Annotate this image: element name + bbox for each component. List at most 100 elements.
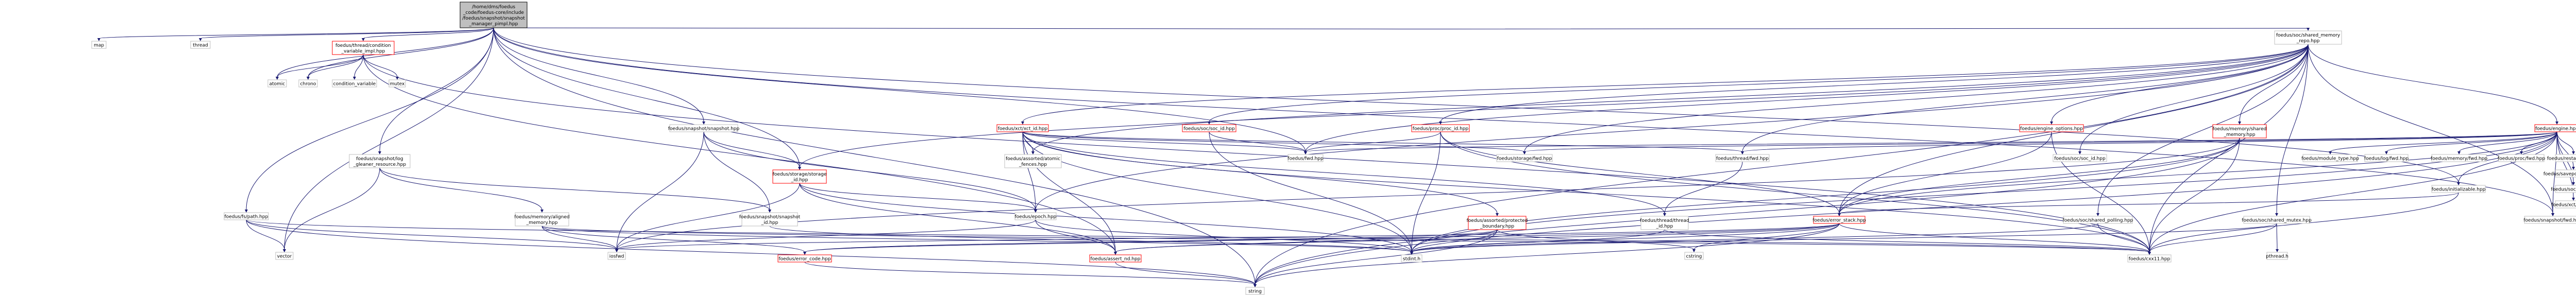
node-thread-fwd[interactable]: foedus/thread/fwd.hpp <box>1715 154 1770 162</box>
include-edge <box>2097 44 2309 214</box>
edge-arrowhead <box>2572 151 2575 154</box>
node-soc-fwd[interactable]: foedus/soc/fwd.hpp <box>2551 185 2576 193</box>
node-box <box>2555 154 2576 162</box>
node-cxx11[interactable]: foedus/cxx11.hpp <box>2127 254 2172 263</box>
node-shared-mutex[interactable]: foedus/soc/shared_mutex.hpp <box>2242 216 2312 224</box>
node-box <box>772 169 827 184</box>
edge-arrowhead <box>1838 213 1841 216</box>
node-protected-boundary[interactable]: foedus/assorted/protected_boundary.hpp <box>1467 216 1528 230</box>
node-fwd-hpp[interactable]: foedus/fwd.hpp <box>1287 154 1324 162</box>
node-fs-path[interactable]: foedus/fs/path.hpp <box>224 212 269 220</box>
include-edge <box>616 183 800 250</box>
node-label: foedus/memory/aligned <box>514 215 569 220</box>
include-edge <box>703 131 800 168</box>
include-edge <box>493 27 2553 214</box>
node-assert-nd[interactable]: foedus/assert_nd.hpp <box>1089 254 1142 263</box>
node-chrono: chrono <box>298 79 318 88</box>
node-label: foedus/snapshot/snapshot.hpp <box>668 127 740 132</box>
node-restart-fwd[interactable]: foedus/restart/fwd.hpp <box>2547 154 2576 162</box>
node-label: foedus/initializable.hpp <box>2432 187 2486 193</box>
node-proc-id[interactable]: foedus/proc/proc_id.hpp <box>1411 124 1470 132</box>
node-shared-polling[interactable]: foedus/soc/shared_polling.hpp <box>2063 216 2133 224</box>
node-proc-fwd[interactable]: foedus/proc/fwd.hpp <box>2498 154 2545 162</box>
include-edge <box>1022 131 1116 253</box>
edge-arrowhead <box>540 210 544 213</box>
include-edge <box>354 54 364 78</box>
node-soc-id[interactable]: foedus/soc/soc_id.hpp <box>1182 124 1236 132</box>
node-log-gleaner[interactable]: foedus/snapshot/log_gleaner_resource.hpp <box>349 154 411 168</box>
node-epoch[interactable]: foedus/epoch.hpp <box>1014 212 1057 220</box>
node-log-fwd[interactable]: foedus/log/fwd.hpp <box>2364 154 2409 162</box>
node-snapshot-hpp[interactable]: foedus/snapshot/snapshot.hpp <box>668 124 740 132</box>
edge-arrowhead <box>702 122 705 125</box>
node-engine-hpp[interactable]: foedus/engine.hpp <box>2534 124 2576 132</box>
node-box <box>669 124 738 132</box>
node-aligned-memory[interactable]: foedus/memory/aligned_memory.hpp <box>514 212 570 227</box>
edge-arrowhead <box>2572 182 2575 185</box>
node-xct-fwd[interactable]: foedus/xct/fwd.hpp <box>2551 200 2576 209</box>
edge-arrowhead <box>1496 213 1499 216</box>
node-label: foedus/proc/fwd.hpp <box>2498 157 2545 162</box>
include-edge <box>277 54 364 78</box>
edge-arrowhead <box>2457 182 2460 185</box>
node-error-stack[interactable]: foedus/error_stack.hpp <box>1812 216 1866 224</box>
include-edge <box>2330 131 2557 152</box>
edge-arrowhead <box>283 249 286 252</box>
node-storage-id[interactable]: foedus/storage/storage_id.hpp <box>772 169 827 184</box>
node-root[interactable]: /home/dms/foedus_code/foedus-core/includ… <box>460 2 528 28</box>
include-edge <box>363 54 1116 253</box>
node-label: foedus/thread/condition <box>335 43 391 48</box>
node-shared-memory-repo[interactable]: foedus/soc/shared_memory_repo.hpp <box>2274 30 2342 45</box>
include-edge <box>363 27 494 39</box>
node-box <box>91 41 107 49</box>
node-label: _id.hpp <box>1656 224 1673 229</box>
include-edge <box>1022 131 1743 152</box>
include-edge <box>1022 131 1525 152</box>
node-label: foedus/thread/thread <box>1640 218 1689 223</box>
node-box <box>2019 124 2084 132</box>
edge-arrowhead <box>2148 252 2151 255</box>
node-thread-id[interactable]: foedus/thread/thread_id.hpp <box>1640 216 1689 230</box>
node-engine-options[interactable]: foedus/engine_options.hpp <box>2019 124 2084 132</box>
include-edge <box>2149 223 2277 253</box>
node-storage-fwd[interactable]: foedus/storage/fwd.hpp <box>1496 154 1553 162</box>
edge-arrowhead <box>2276 249 2279 252</box>
node-thread: thread <box>190 41 211 49</box>
node-error-code[interactable]: foedus/error_code.hpp <box>777 254 832 263</box>
node-soc-id2[interactable]: foedus/soc/soc_id.hpp <box>2053 154 2107 162</box>
node-fences[interactable]: foedus/assorted/atomic_fences.hpp <box>1004 154 1062 168</box>
node-label: foedus/xct/fwd.hpp <box>2551 203 2576 208</box>
node-label: foedus/fwd.hpp <box>1287 157 1324 162</box>
edge-arrowhead <box>353 77 356 80</box>
node-module-type[interactable]: foedus/module_type.hpp <box>2301 154 2359 162</box>
include-edge <box>284 27 494 250</box>
include-edge <box>1209 131 1412 253</box>
node-memory-fwd[interactable]: foedus/memory/fwd.hpp <box>2431 154 2487 162</box>
node-pthread: pthread.h <box>2266 252 2289 260</box>
edge-arrowhead <box>2050 122 2053 125</box>
node-savepoint-fwd[interactable]: foedus/savepoint/fwd.hpp <box>2544 169 2576 178</box>
node-box <box>1401 254 1422 263</box>
include-edge <box>616 223 1840 250</box>
node-label: _fences.hpp <box>1019 162 1047 167</box>
node-box <box>2524 216 2576 224</box>
node-condvar-impl[interactable]: foedus/thread/condition_variable_impl.hp… <box>332 41 395 55</box>
node-box <box>275 252 294 260</box>
node-box <box>349 154 411 168</box>
node-label: pthread.h <box>2266 254 2289 259</box>
edge-arrowhead <box>2385 151 2388 154</box>
node-xct-id[interactable]: foedus/xct/xct_id.hpp <box>996 124 1049 132</box>
node-label: stdint.h <box>1403 257 1420 262</box>
node-label: foedus/assorted/protected <box>1467 218 1528 223</box>
edge-arrowhead <box>1692 249 1696 252</box>
node-label: foedus/memory/shared <box>2213 127 2267 132</box>
node-memory-shared[interactable]: foedus/memory/shared_memory.hpp <box>2212 124 2267 138</box>
node-snapshot-id[interactable]: foedus/snapshot/snapshot_id.hpp <box>739 212 801 227</box>
edge-arrowhead <box>1304 151 1307 154</box>
node-snapshot-fwd[interactable]: foedus/snapshot/fwd.hpp <box>2523 216 2576 224</box>
include-edge <box>1440 131 2150 253</box>
include-edge <box>363 54 398 78</box>
node-initializable[interactable]: foedus/initializable.hpp <box>2431 185 2486 193</box>
node-box <box>741 212 798 227</box>
include-edge <box>1022 131 2150 253</box>
